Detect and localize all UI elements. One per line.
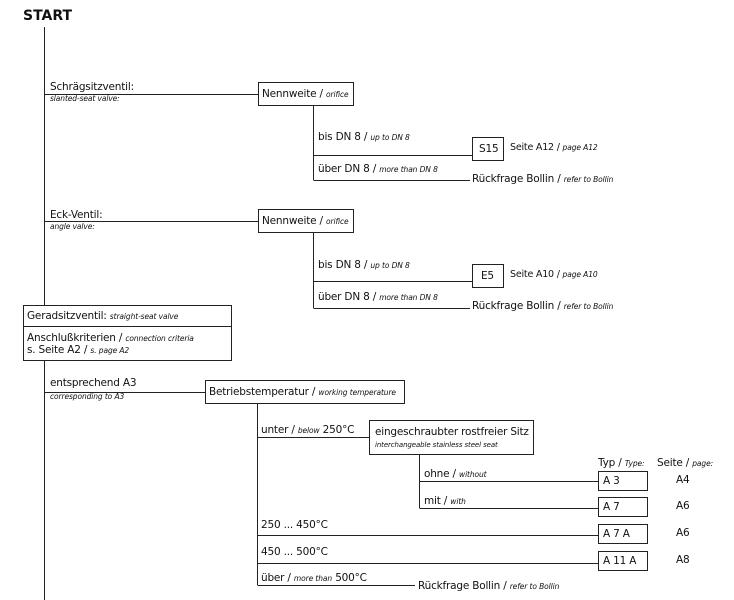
straight-seat-label: Geradsitzventil: straight-seat valve: [27, 310, 179, 322]
without-label: ohne / without: [424, 468, 487, 480]
type-value: A 7 A: [603, 528, 630, 540]
range-450-500-label: 450 ... 500°C: [261, 546, 328, 558]
page-value: A6: [676, 527, 690, 539]
corresponding-a3-label: entsprechend A3: [50, 377, 137, 389]
page-value: A4: [676, 474, 690, 486]
orifice-label: Nennweite / orifice: [262, 215, 349, 227]
type-value: A 7: [603, 501, 620, 513]
angle-valve-label-en: angle valve:: [50, 222, 95, 231]
criteria-page-label: s. Seite A2 / s. page A2: [27, 344, 130, 356]
slanted-valve-label-en: slanted-seat valve:: [50, 94, 120, 103]
model-box-s15: S15: [472, 137, 504, 161]
model-box-e5: E5: [472, 264, 504, 288]
type-box-a11a: A 11 A: [598, 551, 648, 571]
above-500-label: über / more than 500°C: [261, 572, 367, 584]
with-label: mit / with: [424, 495, 466, 507]
working-temp-label: Betriebstemperatur / working temperature: [209, 386, 396, 398]
page-value: A6: [676, 500, 690, 512]
divider: [24, 326, 231, 327]
start-label: START: [23, 8, 73, 24]
type-box-a7a: A 7 A: [598, 524, 648, 544]
type-value: A 11 A: [603, 555, 637, 567]
more-dn8-label-2: über DN 8 / more than DN 8: [318, 291, 438, 303]
upto-dn8-label-1: bis DN 8 / up to DN 8: [318, 131, 410, 143]
angle-valve-label: Eck-Ventil:: [50, 209, 103, 221]
below-250-label: unter / below 250°C: [261, 424, 355, 436]
page-ref-2: Seite A10 / page A10: [510, 269, 598, 280]
model-label: E5: [481, 270, 494, 282]
stainless-seat-box: eingeschraubter rostfreier Sitz intercha…: [369, 420, 534, 455]
orifice-box-2: Nennweite / orifice: [258, 209, 354, 233]
slanted-valve-label: Schrägsitzventil:: [50, 81, 134, 93]
corresponding-a3-label-en: corresponding to A3: [50, 392, 125, 401]
refer-bollin-2: Rückfrage Bollin / refer to Bollin: [472, 300, 614, 312]
upto-dn8-label-2: bis DN 8 / up to DN 8: [318, 259, 410, 271]
type-box-a3: A 3: [598, 471, 648, 491]
range-250-450-label: 250 ... 450°C: [261, 519, 328, 531]
model-label: S15: [479, 143, 499, 155]
type-value: A 3: [603, 475, 620, 487]
page-value: A8: [676, 554, 690, 566]
more-dn8-label-1: über DN 8 / more than DN 8: [318, 163, 438, 175]
working-temp-box: Betriebstemperatur / working temperature: [205, 380, 405, 404]
page-ref-1: Seite A12 / page A12: [510, 142, 598, 153]
straight-seat-box: Geradsitzventil: straight-seat valve Ans…: [23, 305, 232, 361]
stainless-seat-label: eingeschraubter rostfreier Sitz: [375, 426, 529, 438]
type-box-a7: A 7: [598, 497, 648, 517]
refer-bollin-3: Rückfrage Bollin / refer to Bollin: [418, 580, 560, 592]
col-type-header: Typ / Type:: [598, 457, 645, 469]
orifice-box-1: Nennweite / orifice: [258, 82, 354, 106]
stainless-seat-label-en: interchangeable stainless steel seat: [375, 441, 498, 449]
criteria-label: Anschlußkriterien / connection criteria: [27, 332, 194, 344]
orifice-label: Nennweite / orifice: [262, 88, 349, 100]
refer-bollin-1: Rückfrage Bollin / refer to Bollin: [472, 173, 614, 185]
col-page-header: Seite / page:: [657, 457, 714, 469]
